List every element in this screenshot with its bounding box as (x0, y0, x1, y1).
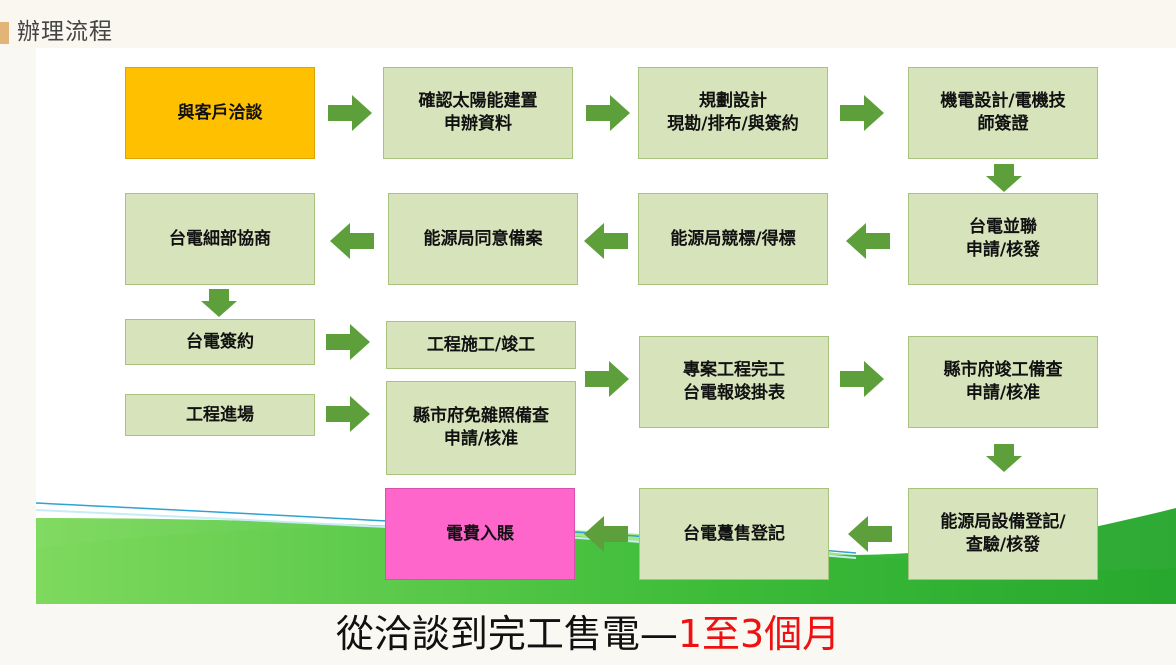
step-electrical-design: 機電設計/電機技 師簽證 (908, 67, 1098, 159)
step-energy-bureau-bidding: 能源局競標/得標 (638, 193, 828, 285)
arrow-icon (326, 396, 370, 432)
arrow-icon (986, 164, 1022, 192)
arrow-icon (840, 361, 884, 397)
step-energy-bureau-registration: 能源局設備登記/ 查驗/核發 (908, 488, 1098, 580)
arrow-icon (328, 95, 372, 131)
header-accent-bar (0, 22, 9, 44)
summary-duration: 1至3個月 (677, 612, 841, 656)
arrow-icon (326, 324, 370, 360)
arrow-icon (848, 516, 892, 552)
step-planning-design: 規劃設計 現勘/排布/與簽約 (638, 67, 828, 159)
step-confirm-solar-docs: 確認太陽能建置 申辦資料 (383, 67, 573, 159)
step-construction-entry: 工程進場 (125, 394, 315, 436)
arrow-icon (846, 223, 890, 259)
step-taipower-wholesale-registration: 台電躉售登記 (639, 488, 829, 580)
step-energy-bureau-filing: 能源局同意備案 (388, 193, 578, 285)
arrow-icon (586, 95, 630, 131)
arrow-icon (330, 223, 374, 259)
arrow-icon (201, 289, 237, 317)
arrow-icon (585, 361, 629, 397)
summary-caption: 從洽談到完工售電—1至3個月 (0, 604, 1176, 665)
step-taipower-contract: 台電簽約 (125, 319, 315, 365)
step-taipower-detailed-negotiation: 台電細部協商 (125, 193, 315, 285)
step-county-completion-review: 縣市府竣工備查 申請/核准 (908, 336, 1098, 428)
flow-panel: 與客戶洽談 確認太陽能建置 申辦資料 規劃設計 現勘/排布/與簽約 機電設計/電… (36, 48, 1176, 604)
arrow-icon (584, 516, 628, 552)
page-title: 辦理流程 (17, 19, 113, 45)
step-taipower-grid-connection: 台電並聯 申請/核發 (908, 193, 1098, 285)
summary-main-text: 從洽談到完工售電— (335, 612, 678, 656)
header: 辦理流程 (0, 0, 1176, 48)
arrow-icon (840, 95, 884, 131)
arrow-icon (986, 444, 1022, 472)
step-client-negotiation: 與客戶洽談 (125, 67, 315, 159)
step-project-completion: 專案工程完工 台電報竣掛表 (639, 336, 829, 428)
step-construction-completion: 工程施工/竣工 (386, 321, 576, 369)
step-electricity-income: 電費入賬 (385, 488, 575, 580)
arrow-icon (584, 223, 628, 259)
step-county-permit-review: 縣市府免雜照備查 申請/核准 (386, 381, 576, 475)
